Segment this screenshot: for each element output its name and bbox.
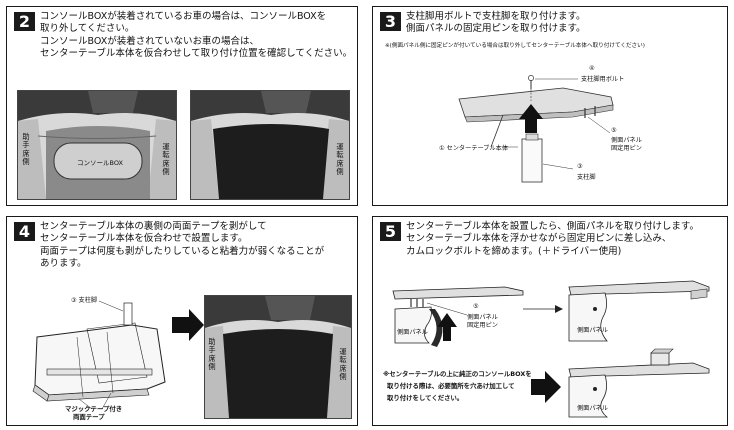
step-3-panel: 3 支柱脚用ボルトで支柱脚を取り付けます。 側面パネルの固定用ピンを取り付けます… xyxy=(372,6,728,206)
car-interior-photo-with-console: コンソールBOX 助手席側 運転席側 xyxy=(17,90,177,200)
pin-number: ⑤ xyxy=(611,127,617,134)
table-body-label: ① センターテーブル本体 xyxy=(439,145,509,152)
car-interior-photo-table-installed: 助手席側 運転席側 xyxy=(204,295,352,419)
table-underside-diagram xyxy=(32,300,204,410)
leg-assembly-diagram xyxy=(458,75,614,183)
console-note-line1: ※センターテーブルの上に純正のコンソールBOXを xyxy=(383,370,532,378)
side-panel-label: 側面パネル xyxy=(577,405,608,412)
passenger-side-label: 助手席側 xyxy=(208,337,216,372)
step-2-instructions: コンソールBOXが装着されているお車の場合は、コンソールBOXを 取り外してくだ… xyxy=(40,11,353,60)
step-number: 4 xyxy=(14,222,35,241)
side-panel-label: 側面パネル xyxy=(397,329,428,336)
driver-side-label: 運転席側 xyxy=(339,347,347,382)
leg-label: 支柱脚 xyxy=(577,174,596,181)
step-number: 5 xyxy=(380,222,401,241)
tape-label-line1: マジックテープ付き xyxy=(65,405,123,413)
console-note-line2: 取り付ける際は、必要箇所を穴あけ加工して xyxy=(387,382,515,390)
step-3-note: ※(側面パネル側に固定ピンが付いている場合は取り外してセンターテーブル本体へ取り… xyxy=(385,43,645,49)
driver-side-label: 運転席側 xyxy=(162,142,170,177)
step-3-instructions: 支柱脚用ボルトで支柱脚を取り付けます。 側面パネルの固定用ピンを取り付けます。 xyxy=(406,11,586,35)
bolt-number: ④ xyxy=(589,65,595,72)
bolt-label: 支柱脚用ボルト xyxy=(581,76,625,83)
pin-number: ⑤ xyxy=(473,303,479,310)
side-panel-assembly-diagram xyxy=(392,280,710,418)
console-box-label: コンソールBOX xyxy=(77,159,123,167)
leg-label: ③ 支柱脚 xyxy=(71,297,98,304)
step-number: 2 xyxy=(14,12,35,31)
step-2-panel: 2 コンソールBOXが装着されているお車の場合は、コンソールBOXを 取り外して… xyxy=(6,6,358,206)
car-interior-illustration xyxy=(18,91,176,199)
leg-number: ③ xyxy=(577,163,583,170)
passenger-side-label: 助手席側 xyxy=(22,132,30,167)
pin-label-line2: 固定用ピン xyxy=(467,322,498,329)
step-5-instructions: センターテーブル本体を設置したら、側面パネルを取り付けします。 センターテーブル… xyxy=(406,221,699,257)
tape-label-line2: 両面テープ xyxy=(73,413,105,421)
step-5-panel: 5 センターテーブル本体を設置したら、側面パネルを取り付けします。 センターテー… xyxy=(372,216,728,426)
step-4-instructions: センターテーブル本体の裏側の両面テープを剥がして センターテーブル本体を仮合わせ… xyxy=(40,221,325,270)
step-4-panel: 4 センターテーブル本体の裏側の両面テープを剥がして センターテーブル本体を仮合… xyxy=(6,216,358,426)
car-interior-photo-without-console: 運転席側 xyxy=(190,90,350,200)
pin-label-line2: 固定用ピン xyxy=(611,145,642,152)
console-note-line3: 取り付けをしてください。 xyxy=(387,394,464,402)
driver-side-label: 運転席側 xyxy=(336,142,344,177)
step-number: 3 xyxy=(380,12,401,31)
side-panel-label: 側面パネル xyxy=(577,327,608,334)
car-interior-illustration xyxy=(205,296,351,418)
car-interior-illustration xyxy=(191,91,349,199)
pin-label-line1: 側面パネル xyxy=(467,314,498,321)
pin-label-line1: 側面パネル xyxy=(611,137,642,144)
